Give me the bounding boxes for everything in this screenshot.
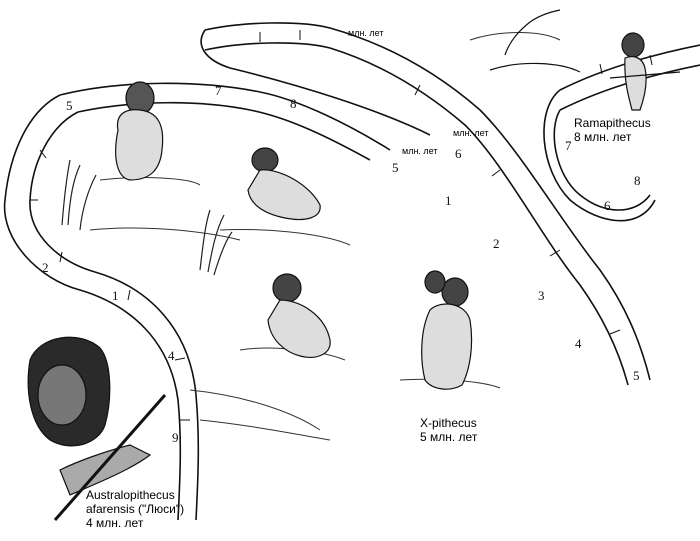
tape-number: 5 <box>66 98 73 113</box>
ramapithecus-name: Ramapithecus <box>574 116 651 130</box>
tape-number: 1 <box>445 193 452 208</box>
tape-number: 6 <box>604 198 611 213</box>
ramapithecus-age: 8 млн. лет <box>574 129 632 144</box>
australopithecus-age: 4 млн. лет <box>86 515 144 530</box>
australopithecus-label: Australopithecus afarensis ("Люси") 4 мл… <box>86 488 185 530</box>
x-pithecus-label: X-pithecus 5 млн. лет <box>420 416 478 445</box>
ramapithecus-label: Ramapithecus 8 млн. лет <box>574 116 651 145</box>
tape-number: 5 <box>633 368 640 383</box>
x-pithecus-name: X-pithecus <box>420 416 477 430</box>
hominid-crouching-figure <box>247 147 321 221</box>
tape-unit-label: млн. лет <box>453 128 489 138</box>
tape-number: 4 <box>575 336 582 351</box>
australopithecus-name-line1: Australopithecus <box>86 488 175 502</box>
tape-unit-label: млн. лет <box>402 146 438 156</box>
hominid-child-figure <box>267 273 331 358</box>
tape-unit-label: млн. лет <box>348 28 384 38</box>
tape-number: 8 <box>634 173 641 188</box>
australopithecus-name-line2: afarensis ("Люси") <box>86 501 185 516</box>
tape-numbers: 2 1 4 9 5 7 8 5 6 1 2 3 4 5 7 8 6 <box>42 83 641 445</box>
measuring-tape <box>3 22 700 521</box>
tape-number: 2 <box>42 260 49 275</box>
tape-number: 4 <box>168 348 175 363</box>
tape-number: 7 <box>215 83 222 98</box>
tape-number: 1 <box>112 288 119 303</box>
tape-number: 7 <box>565 138 572 153</box>
tape-number: 8 <box>290 96 297 111</box>
ramapithecus-figure <box>609 32 681 111</box>
volcano-smoke <box>489 9 581 73</box>
hominid-wading-figure <box>115 81 164 181</box>
tape-number: 9 <box>172 430 179 445</box>
tape-number: 6 <box>455 146 462 161</box>
x-pithecus-age: 5 млн. лет <box>420 429 478 444</box>
tape-number: 3 <box>538 288 545 303</box>
tape-number: 2 <box>493 236 500 251</box>
hominid-figures <box>27 9 681 521</box>
tape-number: 5 <box>392 160 399 175</box>
reeds <box>61 159 233 276</box>
x-pithecus-figure <box>421 270 473 390</box>
lucy-portrait <box>27 336 167 521</box>
